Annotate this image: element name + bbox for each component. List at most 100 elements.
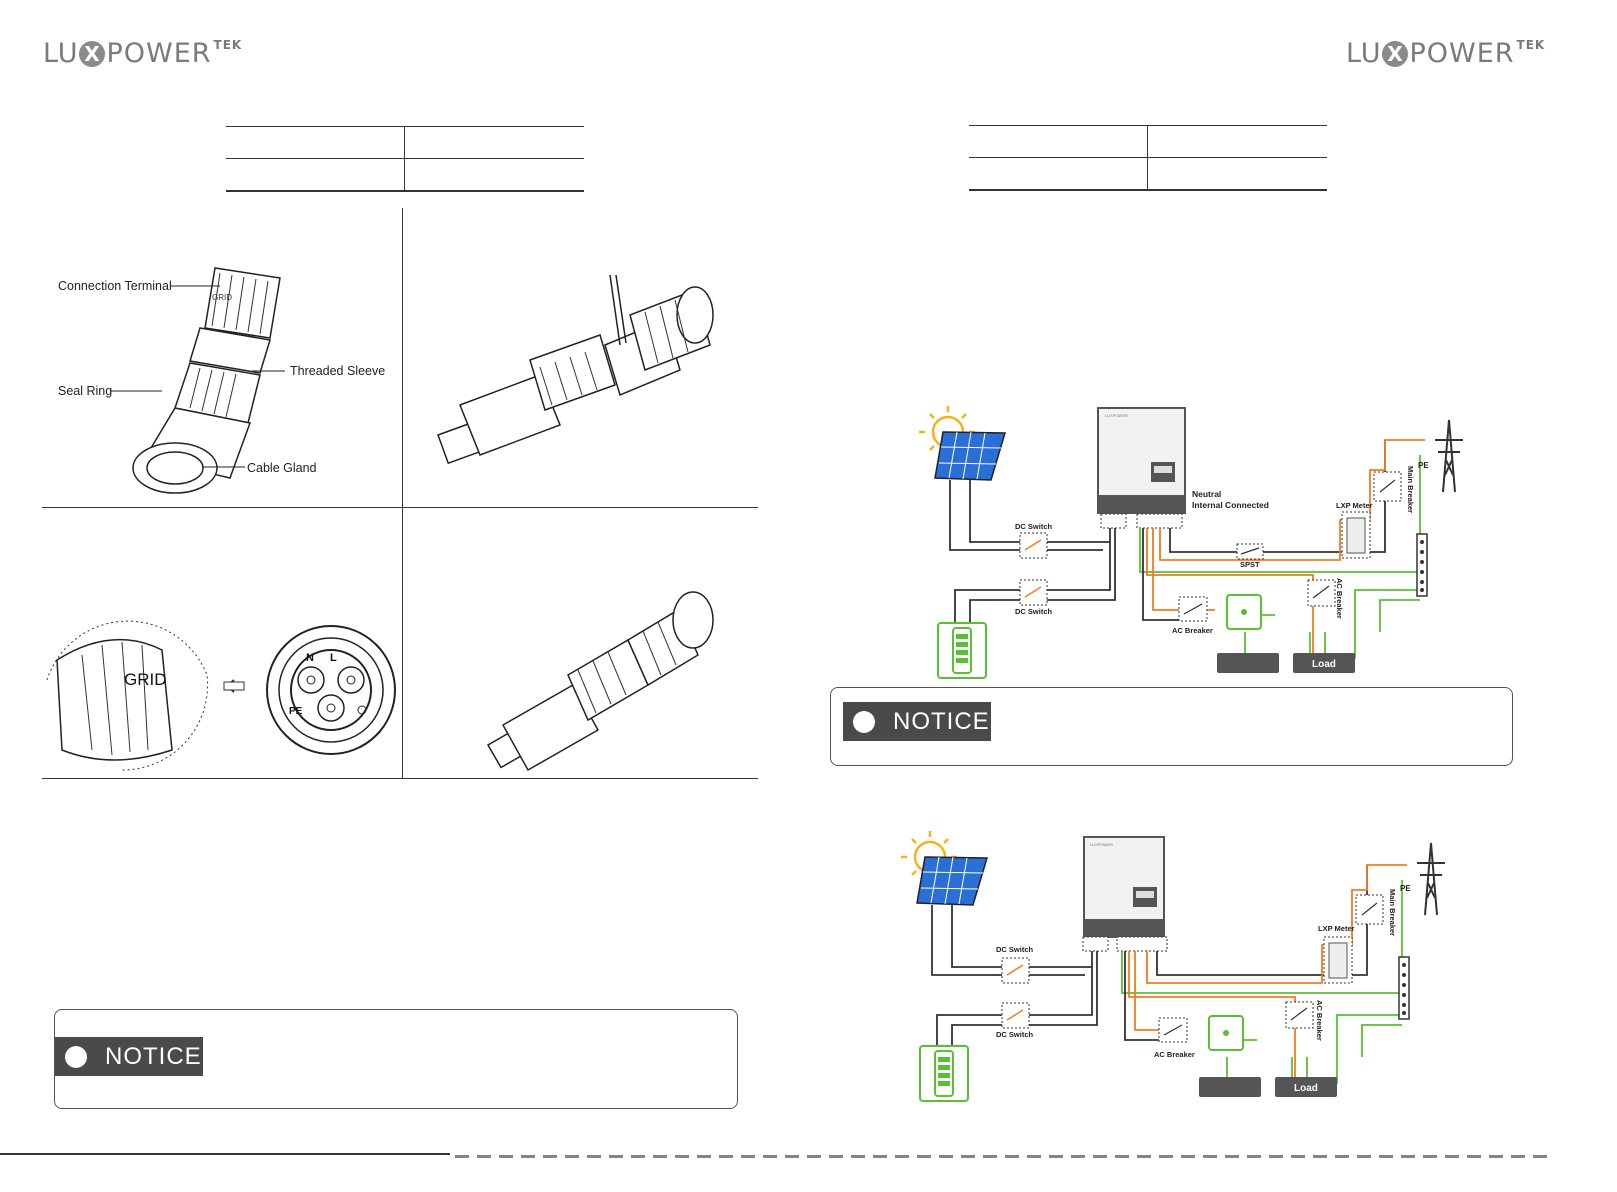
pe-busbar-icon — [1416, 533, 1428, 597]
spst-label: SPST — [1240, 560, 1260, 569]
logo-lu: LU — [43, 38, 79, 69]
neutral-label-line1: Neutral — [1192, 489, 1221, 499]
load-block — [1275, 1077, 1337, 1097]
table-cell — [404, 126, 584, 159]
connector-label-leaders — [110, 285, 285, 468]
table-cell — [226, 158, 405, 192]
grid-vertical-divider — [402, 208, 403, 779]
ac-breaker-vertical-label: AC Breaker — [1335, 578, 1344, 619]
table-cell — [969, 125, 1148, 158]
svg-text:LUXPOWER: LUXPOWER — [1105, 413, 1128, 418]
unlabeled-load-block — [1199, 1077, 1261, 1097]
spec-table-right — [969, 125, 1327, 191]
pe-busbar-icon — [1398, 956, 1410, 1020]
load-label: Load — [1312, 659, 1336, 670]
svg-text:LUXPOWER: LUXPOWER — [1090, 842, 1113, 847]
dc-switch-1-icon — [1019, 532, 1048, 559]
notice-circle-icon — [65, 1045, 87, 1068]
notice-text: NOTICE — [893, 707, 990, 735]
ac-breaker-load-icon — [1178, 596, 1208, 622]
table-cell — [1147, 157, 1327, 191]
notice-badge-left: NOTICE — [55, 1037, 203, 1076]
lxp-meter-label: LXP Meter — [1318, 924, 1355, 933]
table-row — [226, 158, 584, 192]
logo-x-mark: X — [79, 40, 106, 67]
ac-outlet-icon — [1226, 594, 1262, 630]
logo-lu: LU — [1346, 38, 1382, 69]
socket-l-label: L — [330, 652, 337, 664]
socket-n-label: N — [306, 652, 314, 664]
dc-switch-1-label: DC Switch — [1015, 522, 1053, 531]
logo-tek: TEK — [213, 37, 243, 52]
connector-assembly-step2-illustration — [437, 275, 714, 465]
ac-breaker-grid-icon — [1285, 1001, 1314, 1029]
lxp-meter-label: LXP Meter — [1336, 501, 1373, 510]
grid-horizontal-divider — [42, 507, 758, 508]
wiring-diagram-1: LUXPOWER Neutral Internal Connected DC S… — [919, 406, 1463, 679]
neutral-label-line2: Internal Connected — [1192, 500, 1269, 510]
ac-breaker-grid-icon — [1307, 579, 1336, 607]
battery-icon — [919, 1045, 969, 1102]
notice-text: NOTICE — [105, 1042, 202, 1070]
ac-breaker-label: AC Breaker — [1154, 1050, 1195, 1059]
notice-badge-right: NOTICE — [843, 702, 991, 741]
unlabeled-load-block — [1217, 653, 1279, 673]
table-cell — [1147, 125, 1327, 158]
connector-assembled-illustration — [486, 591, 714, 772]
lxp-meter-icon — [1341, 511, 1371, 559]
solar-panel-icon — [916, 856, 989, 906]
notice-box-right — [830, 687, 1513, 766]
table-row — [226, 126, 584, 159]
grid-bottom-line — [42, 778, 758, 779]
main-breaker-label: Main Breaker — [1406, 466, 1415, 513]
load-block — [1293, 653, 1355, 673]
table-cell — [969, 157, 1148, 191]
notice-box-left — [54, 1009, 738, 1109]
label-threaded-sleeve: Threaded Sleeve — [290, 364, 386, 378]
main-breaker-label: Main Breaker — [1388, 889, 1397, 936]
grid-zoom-text: GRID — [124, 670, 167, 689]
main-breaker-icon — [1355, 894, 1384, 925]
utility-pylon-icon — [1417, 842, 1445, 916]
label-connection-terminal: Connection Terminal — [58, 279, 172, 293]
spst-switch-icon — [1236, 543, 1264, 560]
inverter-icon: LUXPOWER — [1097, 407, 1186, 514]
dc-switch-2-icon — [1001, 1002, 1030, 1029]
socket-pe-label: PE — [289, 706, 303, 717]
logo-x-mark: X — [1382, 40, 1409, 67]
dc-switch-1-icon — [1001, 957, 1030, 984]
logo-power: POWER — [106, 38, 212, 69]
battery-icon — [937, 622, 987, 679]
dc-switch-2-label: DC Switch — [996, 1030, 1034, 1039]
ac-outlet-icon — [1208, 1015, 1244, 1051]
ac-breaker-label: AC Breaker — [1172, 626, 1213, 635]
ac-breaker-vertical-label: AC Breaker — [1315, 1000, 1324, 1041]
label-cable-gland: Cable Gland — [247, 461, 317, 475]
ac-connector-illustration: GRID — [132, 267, 281, 494]
spec-table-left — [226, 126, 584, 192]
ac-breaker-load-icon — [1158, 1017, 1188, 1043]
lxp-meter-icon — [1323, 936, 1353, 984]
connector-grid-zoom-illustration: GRID N L PE — [46, 620, 396, 771]
solar-panel-icon — [934, 431, 1007, 481]
svg-text:GRID: GRID — [212, 293, 232, 302]
dc-switch-2-icon — [1019, 579, 1048, 606]
logo-tek: TEK — [1516, 37, 1546, 52]
table-row — [969, 157, 1327, 191]
dc-switch-2-label: DC Switch — [1015, 607, 1053, 616]
inverter-icon: LUXPOWER — [1083, 836, 1165, 938]
main-breaker-icon — [1373, 471, 1402, 502]
wiring-diagram-2: LUXPOWER DC Switch DC Switch AC Breaker — [901, 831, 1445, 1102]
label-seal-ring: Seal Ring — [58, 384, 113, 398]
footer-rule-right — [455, 1155, 1555, 1158]
dc-switch-1-label: DC Switch — [996, 945, 1034, 954]
utility-pylon-icon — [1435, 419, 1463, 493]
pe-label: PE — [1400, 884, 1411, 893]
logo-power: POWER — [1409, 38, 1515, 69]
notice-circle-icon — [853, 710, 875, 733]
table-cell — [226, 126, 405, 159]
footer-rule-left — [0, 1153, 450, 1155]
pe-label: PE — [1418, 461, 1429, 470]
